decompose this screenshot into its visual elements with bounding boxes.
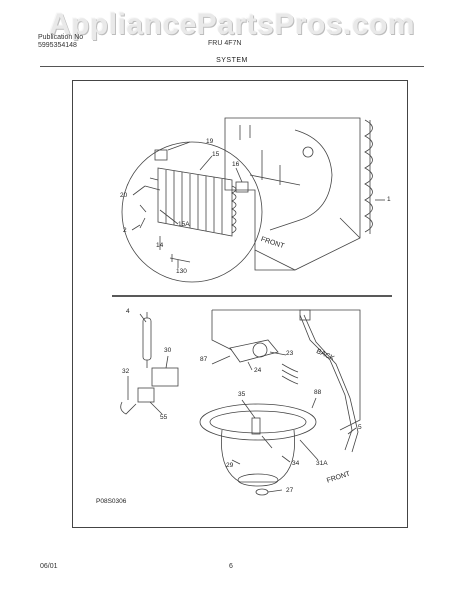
label-88: 88 [314, 389, 322, 396]
label-31a: 31A [316, 460, 328, 467]
label-14: 14 [156, 242, 164, 249]
cabinet-back [211, 309, 361, 453]
section-title: SYSTEM [216, 57, 248, 64]
drier [142, 312, 152, 368]
relay [120, 367, 179, 415]
cabinet-outline [224, 117, 361, 271]
label-35: 35 [238, 391, 246, 398]
publication-label: Publication No [38, 34, 84, 41]
label-1: 1 [387, 196, 391, 203]
label-19: 19 [206, 138, 214, 145]
condenser [139, 149, 249, 263]
label-87: 87 [200, 356, 208, 363]
detail-circle [121, 141, 263, 283]
label-24: 24 [254, 367, 262, 374]
valve-assembly [229, 339, 299, 385]
diagram-code: P08S0306 [96, 498, 127, 505]
side-coil [364, 119, 373, 234]
label-55: 55 [160, 414, 168, 421]
label-29: 29 [226, 462, 234, 469]
header-rule [40, 66, 424, 67]
label-5: 5 [358, 424, 362, 431]
label-20: 20 [120, 192, 128, 199]
label-15: 15 [212, 151, 220, 158]
label-23: 23 [286, 350, 294, 357]
label-32: 32 [122, 368, 130, 375]
label-4: 4 [126, 308, 130, 315]
label-15a: 15A [178, 221, 190, 228]
page-number: 6 [229, 563, 233, 570]
label-30: 30 [164, 347, 172, 354]
label-130: 130 [176, 268, 187, 275]
compressor [199, 403, 317, 496]
footer-date: 06/01 [40, 563, 58, 570]
detail-leader [249, 174, 301, 186]
label-2: 2 [123, 227, 127, 234]
label-27: 27 [286, 487, 294, 494]
leader-lines [127, 141, 385, 493]
model-number: FRU 4F7N [208, 40, 242, 47]
label-16: 16 [232, 161, 240, 168]
watermark: AppliancePartsPros.com [48, 8, 416, 41]
publication-number: 5995354148 [38, 42, 77, 49]
label-34: 34 [292, 460, 300, 467]
diagram-frame [72, 80, 408, 528]
